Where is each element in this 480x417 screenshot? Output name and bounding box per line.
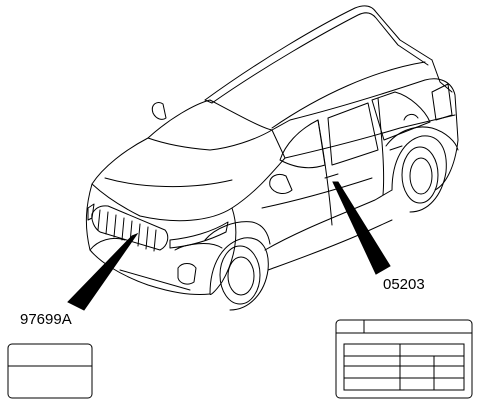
side-mirror [269,173,293,194]
grille [91,205,169,252]
hood [91,129,286,222]
windshield [147,99,273,151]
label-97699a [7,343,93,399]
doors [317,97,419,226]
rear-wheel [385,126,459,213]
side-windows [279,83,453,169]
hood-mirror [151,101,167,120]
part-number-97699a: 97699A [20,311,72,328]
headlights [87,203,229,249]
leader-right [332,181,391,275]
front-fascia [85,183,237,295]
leader-left [67,232,139,311]
label-05203 [335,319,473,399]
fog-lamp [177,263,197,285]
part-number-05203: 05203 [383,276,425,293]
side-body [261,78,459,251]
roof [204,5,453,129]
front-wheel [204,221,271,311]
